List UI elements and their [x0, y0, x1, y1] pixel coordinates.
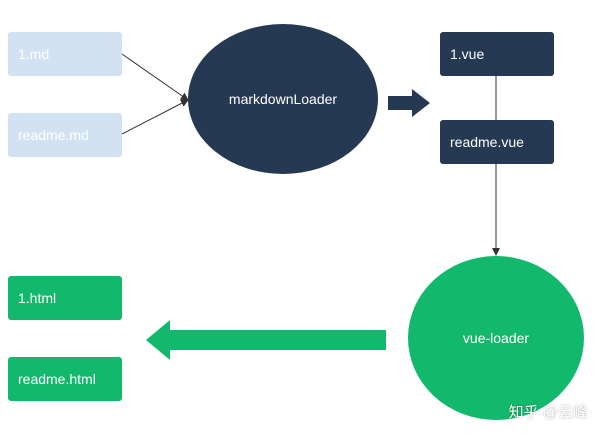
arrow-vueloader-to-html — [146, 320, 386, 360]
markdown-loader-label: markdownLoader — [228, 91, 338, 107]
output-1-html: 1.html — [8, 276, 122, 320]
output-readme-html: readme.html — [8, 357, 122, 401]
input-1-md: 1.md — [8, 32, 122, 76]
vue-loader-label: vue-loader — [462, 330, 530, 346]
intermediate-readme-vue: readme.vue — [440, 120, 554, 164]
arrow-md1-to-markdownloader — [121, 53, 189, 101]
arrow-markdownloader-to-vue — [388, 89, 430, 117]
input-readme-md: readme.md — [8, 113, 122, 157]
intermediate-1-vue: 1.vue — [440, 32, 554, 76]
watermark: 知乎 @云峰 — [508, 404, 588, 421]
arrow-readme-md-to-markdownloader — [121, 99, 189, 135]
vue-loader-node: vue-loader — [408, 256, 584, 420]
markdown-loader-node: markdownLoader — [188, 24, 378, 174]
